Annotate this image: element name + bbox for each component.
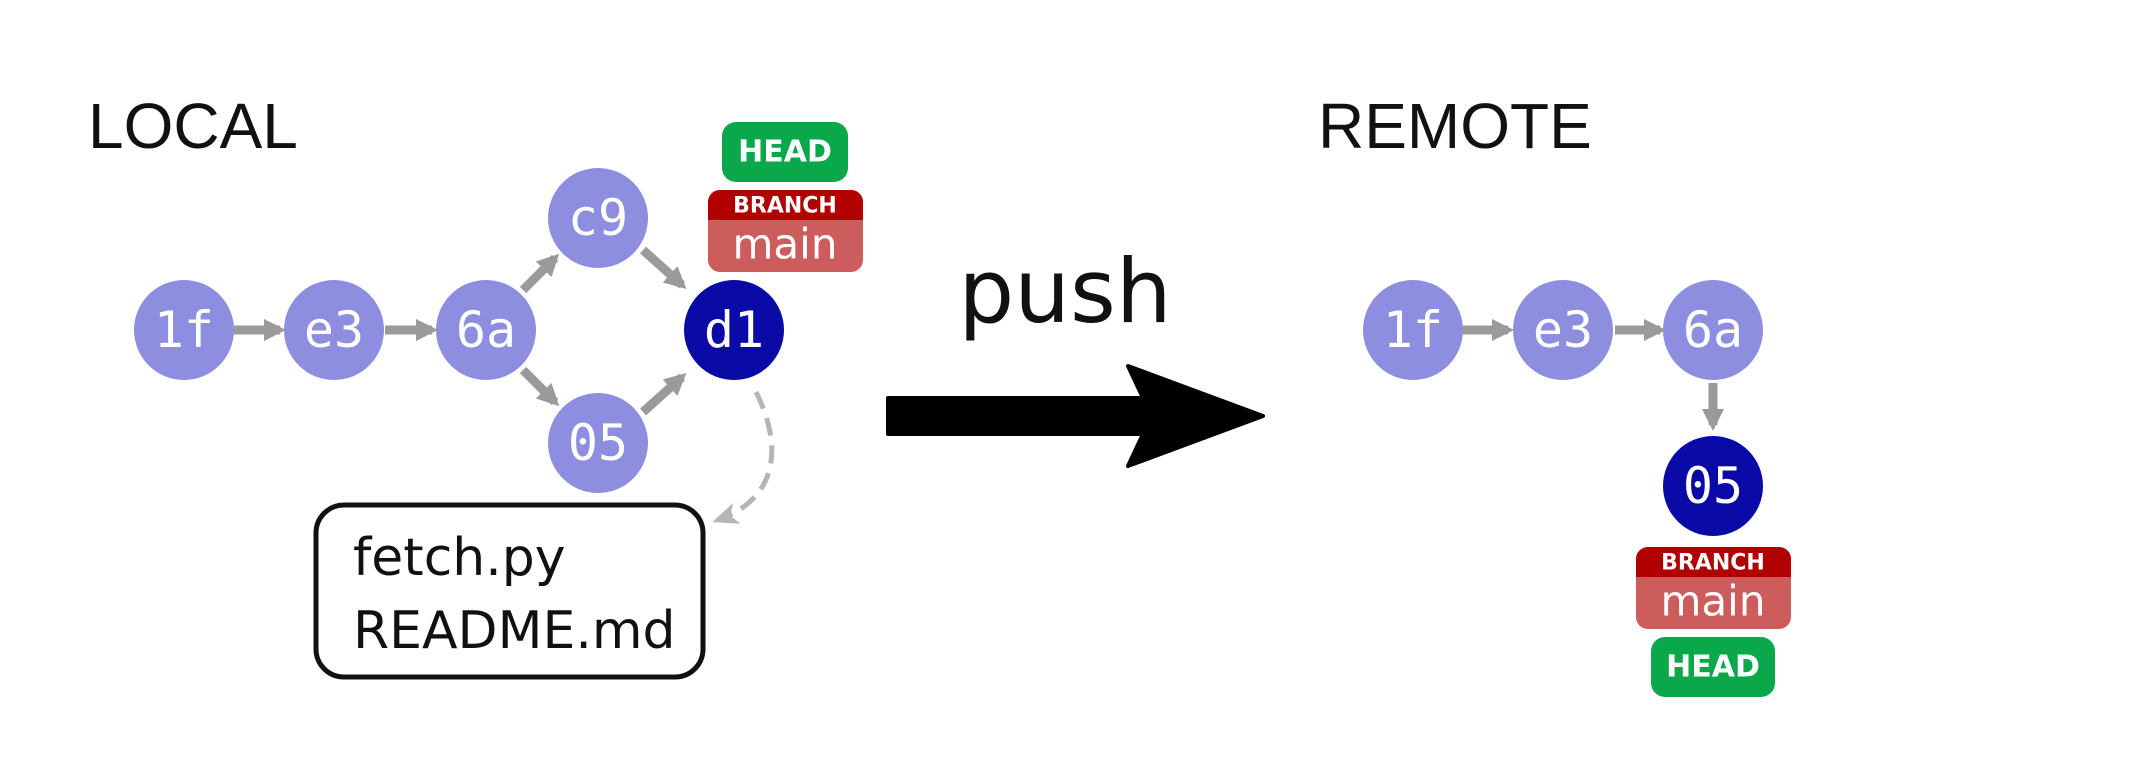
commit-node bbox=[284, 280, 384, 380]
local-commit-6a: 6a bbox=[436, 280, 536, 380]
commit-label: 6a bbox=[1683, 301, 1743, 359]
commit-label: d1 bbox=[704, 301, 764, 359]
remote-branch-tag: BRANCH main bbox=[1636, 547, 1791, 629]
local-edges bbox=[234, 246, 687, 416]
edge-05-d1 bbox=[639, 372, 687, 416]
files-box: fetch.py README.md bbox=[313, 502, 706, 680]
local-branch-tag: BRANCH main bbox=[708, 190, 863, 272]
commit-node bbox=[548, 393, 648, 493]
commit-label: c9 bbox=[568, 189, 628, 247]
commit-label: e3 bbox=[1533, 301, 1593, 359]
file-item: README.md bbox=[353, 601, 676, 661]
remote-head-tag: HEAD bbox=[1651, 637, 1775, 697]
head-commit-node bbox=[1663, 436, 1763, 536]
commit-node bbox=[1513, 280, 1613, 380]
branch-type-label: BRANCH bbox=[733, 194, 837, 219]
branch-name: main bbox=[1661, 577, 1766, 626]
branch-type-label: BRANCH bbox=[1661, 551, 1765, 576]
head-commit-node bbox=[684, 280, 784, 380]
local-title: LOCAL bbox=[88, 90, 298, 162]
commit-label: 05 bbox=[1683, 457, 1743, 515]
remote-commit-e3: e3 bbox=[1513, 280, 1613, 380]
commit-label: e3 bbox=[304, 301, 364, 359]
remote-commit-05: 05 bbox=[1663, 436, 1763, 536]
commit-label: 05 bbox=[568, 414, 628, 472]
remote-commit-6a: 6a bbox=[1663, 280, 1763, 380]
commit-label: 6a bbox=[456, 301, 516, 359]
commit-node bbox=[1663, 280, 1763, 380]
edge-6a-05 bbox=[519, 366, 560, 407]
local-commit-e3: e3 bbox=[284, 280, 384, 380]
remote-commit-1f: 1f bbox=[1363, 280, 1463, 380]
commit-node bbox=[548, 168, 648, 268]
head-label: HEAD bbox=[1666, 650, 1760, 685]
local-commit-05: 05 bbox=[548, 393, 648, 493]
commit-node bbox=[134, 280, 234, 380]
edge-c9-d1 bbox=[639, 246, 687, 290]
edge-6a-c9 bbox=[519, 253, 560, 294]
commit-node bbox=[1363, 280, 1463, 380]
remote-title: REMOTE bbox=[1318, 90, 1592, 162]
commit-label: 1f bbox=[1383, 301, 1443, 359]
head-label: HEAD bbox=[738, 135, 832, 170]
push-arrow bbox=[886, 364, 1265, 468]
local-head-tag: HEAD bbox=[722, 122, 848, 182]
branch-name: main bbox=[733, 220, 838, 269]
local-commit-1f: 1f bbox=[134, 280, 234, 380]
local-commit-c9: c9 bbox=[548, 168, 648, 268]
remote-edges bbox=[1463, 319, 1724, 431]
action-label: push bbox=[958, 240, 1171, 343]
local-commit-d1: d1 bbox=[684, 280, 784, 380]
commit-label: 1f bbox=[154, 301, 214, 359]
commit-node bbox=[436, 280, 536, 380]
files-link bbox=[712, 390, 775, 524]
file-item: fetch.py bbox=[353, 528, 566, 588]
